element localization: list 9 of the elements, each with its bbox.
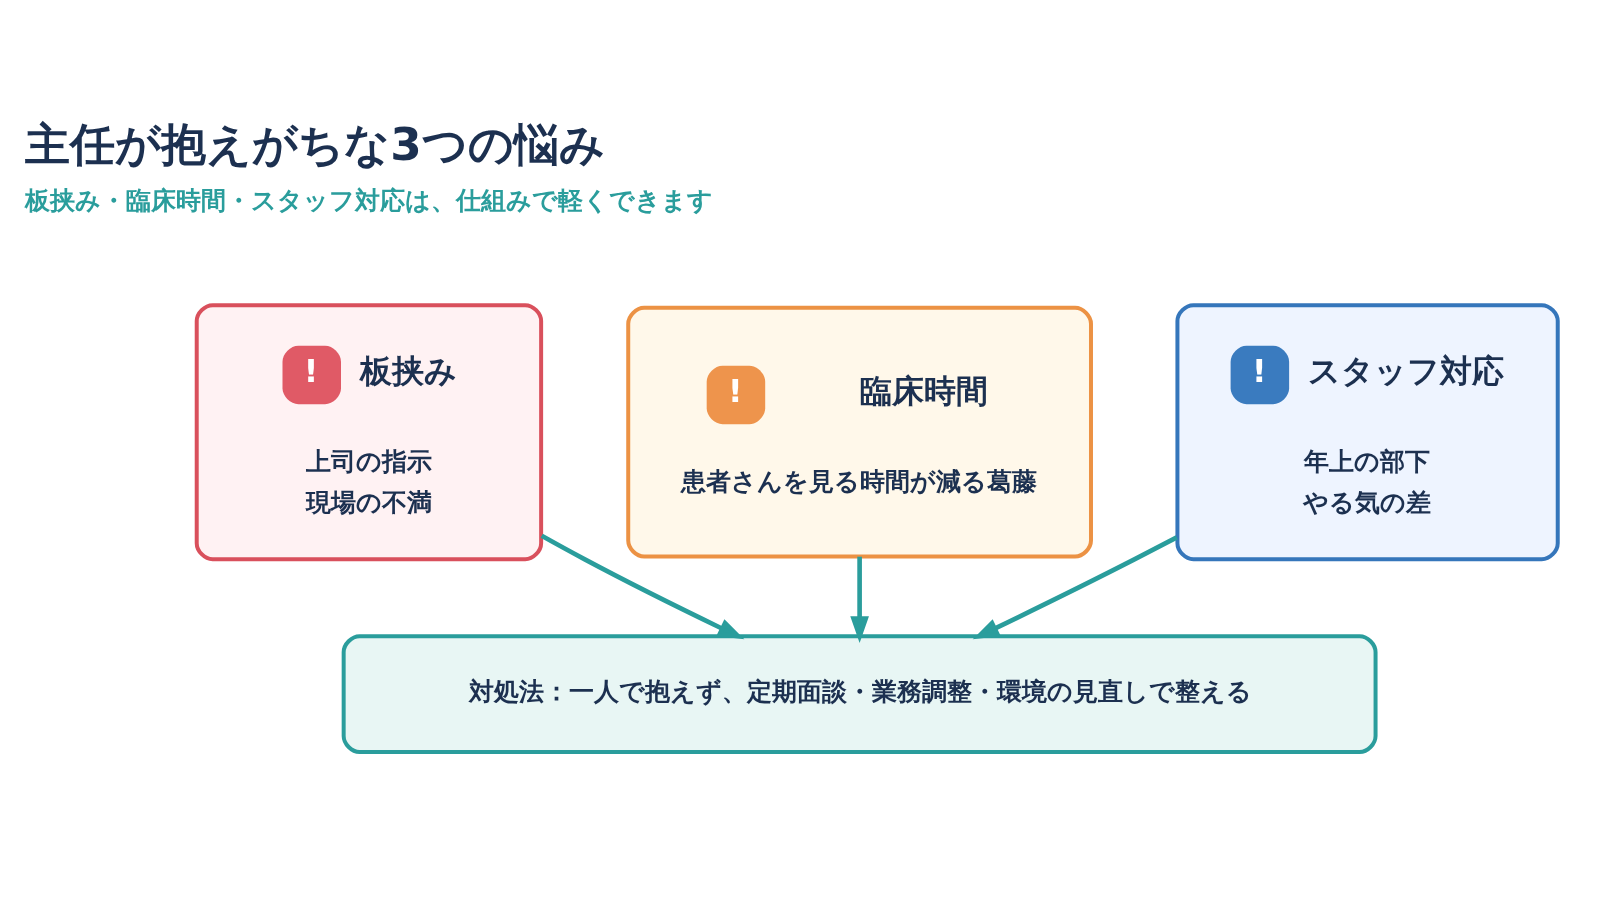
node-box: 対処法：一人で抱えず、定期面談・業務調整・環境の見直しで整える: [341, 633, 1378, 754]
node-box: ! 板挟み 上司の指示 現場の不満: [194, 302, 543, 561]
arrow: [540, 533, 744, 639]
diagram-title: 主任が抱えがちな3つの悩み: [24, 117, 605, 171]
node-box: ! スタッフ対応 年上の部下 やる気の差: [1174, 302, 1560, 561]
node-box: ! 臨床時間 患者さんを見る時間が減る葛藤: [625, 305, 1093, 558]
arrow: [849, 556, 869, 643]
label: 板挟み・臨床時間・スタッフ対応は、仕組みで軽くできます: [24, 185, 713, 215]
arrow: [972, 534, 1178, 639]
